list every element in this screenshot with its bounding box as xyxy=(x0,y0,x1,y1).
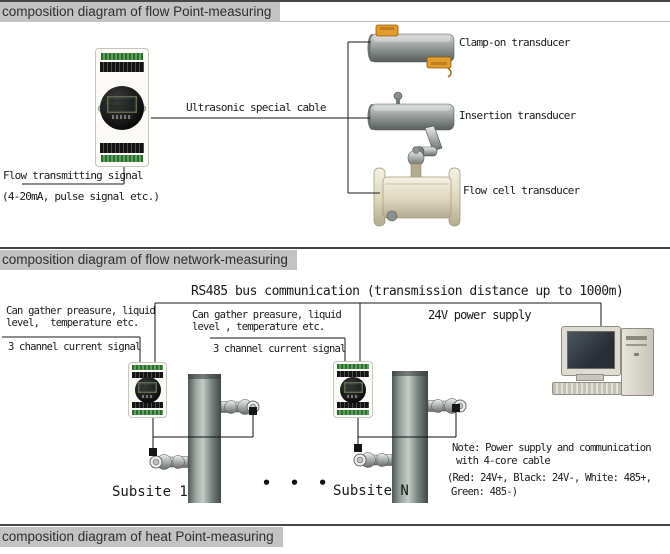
keypad xyxy=(112,115,132,119)
host-computer xyxy=(552,322,658,398)
gather-left-line1: Can gather preasure, liquid xyxy=(6,305,156,317)
terminal-strip-green-bottom xyxy=(132,410,163,415)
subsite1-transmitter-device xyxy=(128,362,167,418)
drive-slot xyxy=(626,344,647,346)
clamp-on-transducer-graphic xyxy=(367,24,455,78)
gather-left-line2: level, temperature etc. xyxy=(6,317,139,329)
subsiteN-left-transducer xyxy=(353,452,393,468)
power-button xyxy=(634,353,639,356)
terminal-strip-green-top xyxy=(132,365,163,370)
subsite1-pipe xyxy=(188,374,221,503)
cable-connectors xyxy=(149,404,460,456)
header-underline xyxy=(0,21,670,22)
keyboard xyxy=(552,382,622,395)
keypad xyxy=(347,394,359,398)
subsiteN-transmitter-device xyxy=(333,361,373,418)
terminal-block-bottom xyxy=(100,143,144,153)
computer-tower xyxy=(621,328,654,396)
monitor xyxy=(561,326,621,376)
terminal-block-top xyxy=(132,372,163,378)
keypad xyxy=(141,395,154,398)
power-supply-label: 24V power supply xyxy=(428,308,532,322)
flow-cell-transducer-label: Flow cell transducer xyxy=(463,184,580,197)
flow-transmitter-device xyxy=(95,48,149,167)
note-line2: with 4-core cable xyxy=(456,455,551,467)
section3-divider-line xyxy=(0,524,670,526)
channel-mid-label: 3 channel current signal xyxy=(213,343,346,355)
note-line4: Green: 485-) xyxy=(451,486,518,498)
rs485-bus-lines xyxy=(154,302,602,362)
subsiteN-label: Subsite N xyxy=(333,483,409,499)
subsite1-label: Subsite 1 xyxy=(112,484,188,500)
gather-mid-line1: Can gather preasure, liquid xyxy=(192,309,342,321)
device-face xyxy=(334,376,372,403)
terminal-block-bottom xyxy=(132,402,163,408)
lcd-display xyxy=(343,381,363,393)
insertion-transducer-label: Insertion transducer xyxy=(459,109,576,122)
section2-divider-line xyxy=(0,247,670,249)
clamp-on-transducer-label: Clamp-on transducer xyxy=(459,36,570,49)
note-line1: Note: Power supply and communication xyxy=(452,442,652,454)
ultrasonic-cable-label: Ultrasonic special cable xyxy=(186,101,327,114)
monitor-screen xyxy=(567,331,615,369)
display-bezel xyxy=(100,85,144,130)
current-signal-lines xyxy=(2,336,346,362)
display-bezel xyxy=(340,376,366,403)
lcd-display xyxy=(107,96,137,113)
signal-note-label: (4-20mA, pulse signal etc.) xyxy=(2,190,160,203)
flow-cell-transducer-graphic xyxy=(373,146,461,227)
lcd-display xyxy=(138,382,157,393)
terminal-block-top xyxy=(100,62,144,72)
device-face xyxy=(129,377,166,403)
subsiteN-wires xyxy=(357,410,457,448)
gather-mid-line2: level , temperature etc. xyxy=(192,321,325,333)
terminal-strip-green-bottom xyxy=(337,410,369,415)
subsite1-left-transducer xyxy=(149,454,189,470)
flow-transmitting-signal-label: Flow transmitting signal xyxy=(3,169,144,182)
subsite1-wires xyxy=(152,411,254,452)
terminal-block-top xyxy=(337,371,369,377)
section-title-heat-measuring: composition diagram of heat Point-measur… xyxy=(0,527,283,547)
display-bezel xyxy=(134,377,161,403)
channel-left-label: 3 channel current signal xyxy=(8,341,141,353)
terminal-strip-green-top xyxy=(101,53,143,60)
point-measuring-cables xyxy=(22,41,380,194)
drive-slot xyxy=(626,336,647,340)
ellipsis-dots: • • • xyxy=(262,474,333,492)
device-face xyxy=(96,72,148,143)
rs485-bus-label: RS485 bus communication (transmission di… xyxy=(191,284,624,299)
terminal-strip-green-bottom xyxy=(101,155,143,162)
note-line3: (Red: 24V+, Black: 24V-, White: 485+, xyxy=(447,472,652,484)
terminal-strip-green-top xyxy=(337,364,369,369)
insertion-transducer-graphic xyxy=(367,91,455,157)
top-border-line xyxy=(0,0,670,2)
subsiteN-right-transducer xyxy=(427,398,467,414)
section-title-network-measuring: composition diagram of flow network-meas… xyxy=(0,250,297,270)
monitor-stand xyxy=(576,374,604,381)
section-title-point-measuring: composition diagram of flow Point-measur… xyxy=(0,2,281,22)
terminal-block-bottom xyxy=(337,402,369,408)
